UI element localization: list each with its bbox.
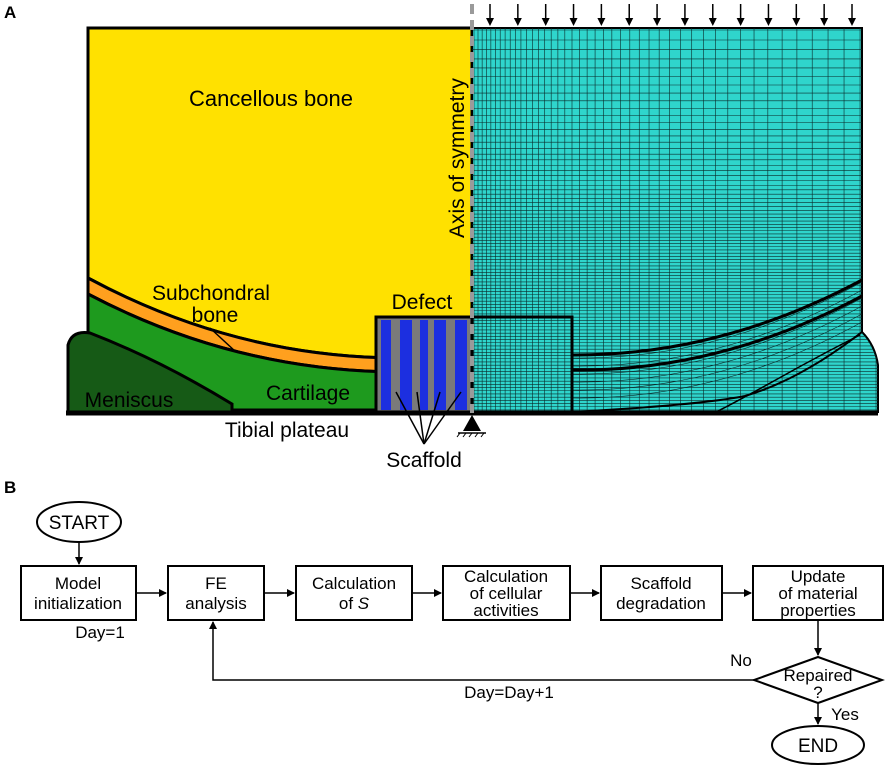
step-text: analysis bbox=[185, 594, 246, 613]
step-calculation-of-s bbox=[295, 565, 413, 621]
scaffold-strut bbox=[420, 320, 428, 410]
loop-label: Day=Day+1 bbox=[464, 683, 554, 702]
subchondral-pointer bbox=[209, 327, 237, 353]
mesh-subchondral-boundary bbox=[571, 278, 863, 357]
cartilage-label: Cartilage bbox=[266, 382, 350, 405]
step-text: initialization bbox=[34, 594, 122, 613]
step-scaffold-degradation bbox=[600, 565, 723, 621]
axis-of-symmetry-label: Axis of symmetry bbox=[446, 78, 469, 238]
end-node bbox=[771, 725, 865, 765]
step-text: of cellular bbox=[470, 584, 543, 603]
step-text: FE bbox=[205, 574, 227, 593]
scaffold-label: Scaffold bbox=[386, 449, 462, 472]
load-arrow-icon bbox=[597, 4, 606, 26]
load-arrow-icon bbox=[764, 4, 773, 26]
fe-mesh bbox=[470, 27, 879, 414]
scaffold-strut bbox=[400, 320, 412, 410]
day-init-label: Day=1 bbox=[75, 623, 125, 642]
step-text: properties bbox=[780, 601, 856, 620]
mesh-meniscus-edge bbox=[715, 334, 861, 413]
load-arrow-icon bbox=[513, 4, 522, 26]
load-arrow-icon bbox=[625, 4, 634, 26]
step-text: of material bbox=[778, 584, 857, 603]
step-model-initialization bbox=[20, 565, 137, 621]
panel-b: B START Model initialization Day=1 FE an… bbox=[4, 478, 885, 765]
load-arrow-icon bbox=[541, 4, 550, 26]
decision-line1: Repaired bbox=[784, 666, 853, 685]
load-arrow-icon bbox=[569, 4, 578, 26]
flow-arrows bbox=[136, 589, 822, 656]
loop-arrow bbox=[209, 621, 754, 681]
load-arrow-icon bbox=[680, 4, 689, 26]
fixed-support-icon bbox=[456, 415, 486, 438]
step-update-material-properties bbox=[752, 565, 884, 621]
defect-label: Defect bbox=[392, 291, 453, 314]
step-text: Calculation bbox=[464, 567, 548, 586]
start-label: START bbox=[49, 513, 110, 534]
subchondral-label-line1: Subchondral bbox=[152, 282, 270, 305]
scaffold-strut bbox=[455, 320, 467, 410]
load-arrow-icon bbox=[848, 4, 856, 26]
decision-line2: ? bbox=[813, 683, 822, 702]
step-text: Scaffold bbox=[630, 574, 691, 593]
cancellous-bone-label: Cancellous bone bbox=[189, 86, 353, 111]
panel-b-label: B bbox=[4, 478, 16, 497]
step-text: activities bbox=[473, 601, 538, 620]
end-label: END bbox=[798, 736, 838, 757]
load-arrow-icon bbox=[486, 4, 494, 26]
no-label: No bbox=[730, 651, 752, 670]
scaffold-strut bbox=[381, 320, 391, 410]
load-arrow-icon bbox=[653, 4, 662, 26]
step-text: degradation bbox=[616, 594, 706, 613]
load-arrow-icon bbox=[820, 4, 829, 26]
step-text: Update bbox=[791, 567, 846, 586]
step-text: of S bbox=[339, 594, 370, 613]
scaffold-pointers bbox=[395, 391, 462, 445]
scaffold-strut bbox=[434, 320, 446, 410]
subchondral-label-line2: bone bbox=[192, 304, 239, 327]
load-arrow-icon bbox=[736, 4, 745, 26]
meniscus-region bbox=[66, 331, 234, 414]
yes-label: Yes bbox=[831, 705, 859, 724]
mesh-cartilage-boundary bbox=[571, 294, 863, 372]
load-arrow-icon bbox=[792, 4, 801, 26]
panel-a-label: A bbox=[4, 3, 16, 22]
step-text: Model bbox=[55, 574, 101, 593]
panel-a: A bbox=[4, 3, 879, 472]
load-arrows bbox=[486, 4, 856, 26]
tibial-plateau-label: Tibial plateau bbox=[225, 419, 349, 442]
meniscus-label: Meniscus bbox=[85, 389, 174, 412]
load-arrow-icon bbox=[708, 4, 717, 26]
mesh-lines bbox=[472, 28, 878, 412]
step-text: Calculation bbox=[312, 574, 396, 593]
